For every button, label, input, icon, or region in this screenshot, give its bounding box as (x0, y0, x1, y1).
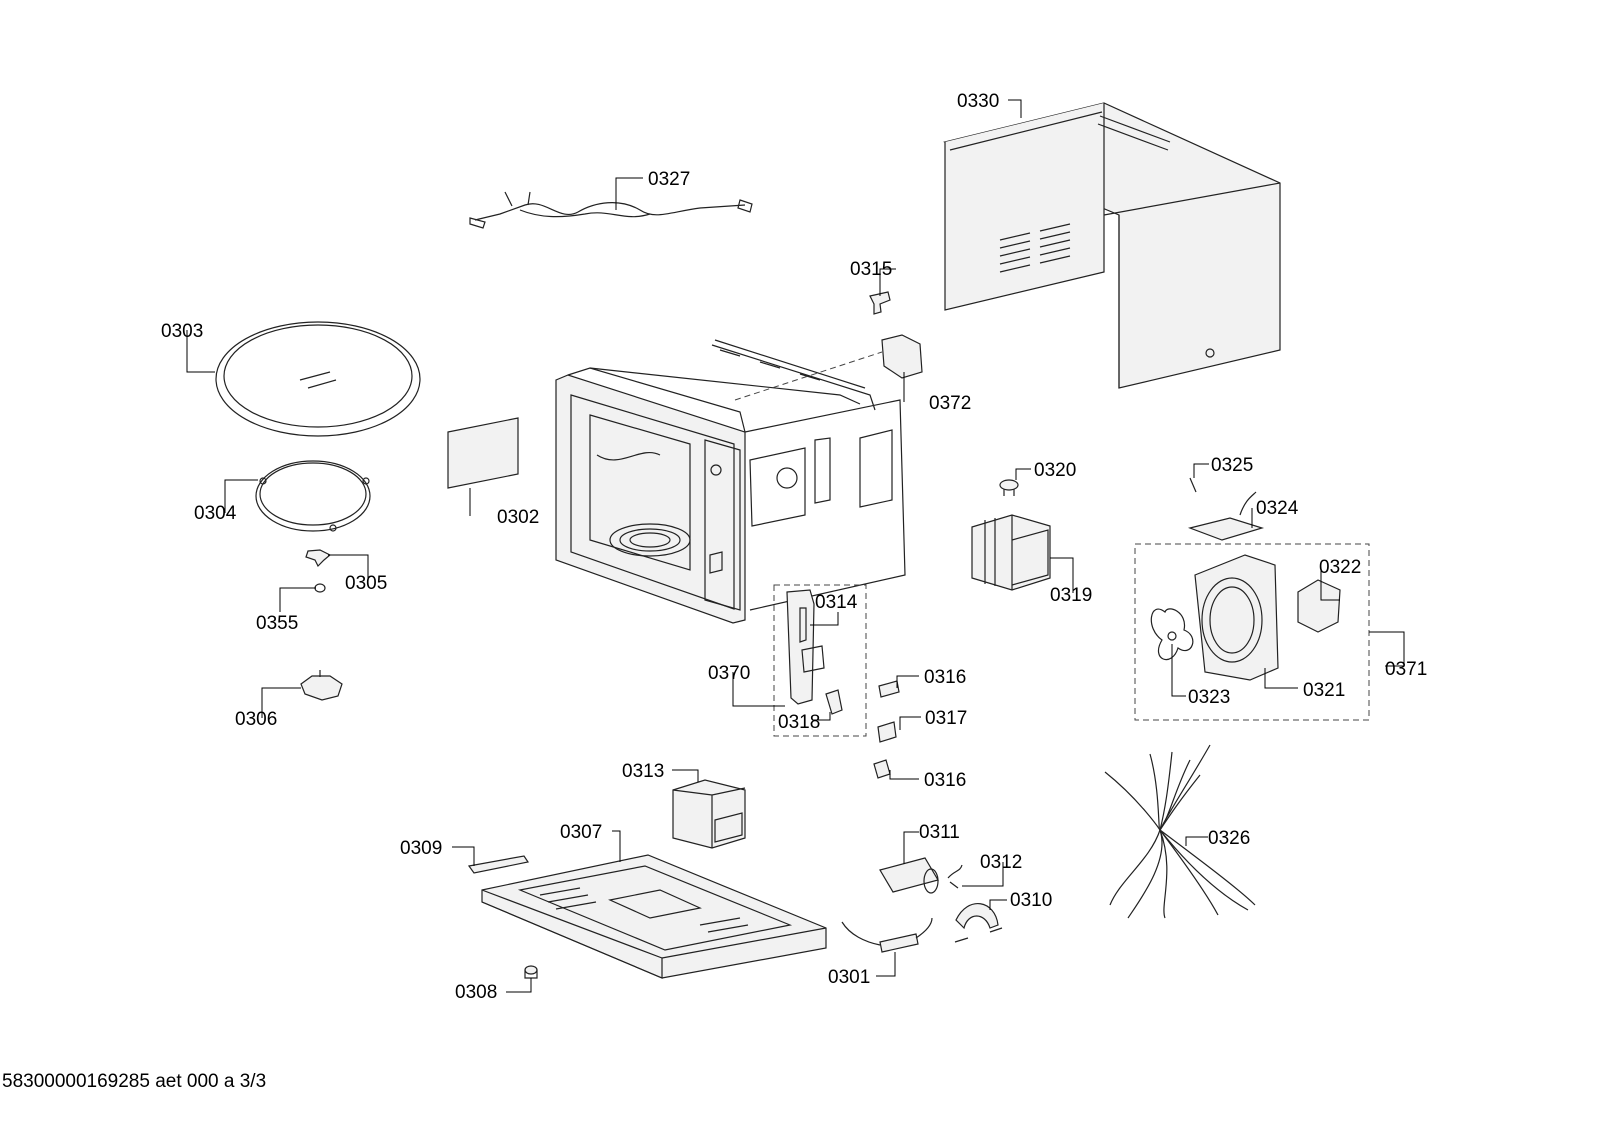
power-cord-part (469, 191, 753, 229)
label-0303: 0303 (161, 321, 203, 342)
thermal-cutout-part (999, 479, 1019, 496)
label-0302: 0302 (497, 507, 539, 528)
label-0370: 0370 (708, 663, 750, 684)
lamp-guide-line (734, 351, 883, 401)
label-0304: 0304 (194, 503, 237, 524)
label-0319: 0319 (1050, 585, 1092, 606)
label-0321: 0321 (1303, 680, 1345, 701)
switch-lever-part (825, 689, 843, 715)
label-0355: 0355 (256, 613, 298, 634)
wire-harness-part (1104, 744, 1256, 919)
label-0309: 0309 (400, 838, 442, 859)
leader-lines (186, 99, 1405, 993)
label-0301: 0301 (828, 967, 870, 988)
label-0314: 0314 (815, 592, 858, 613)
coupler-part (305, 549, 332, 568)
part-labels: 0330 0327 0315 0303 0372 0320 0325 0324 … (161, 91, 1427, 1003)
interlock-assembly-outline (773, 584, 867, 737)
magnetron-part (971, 514, 1051, 591)
label-0318: 0318 (778, 712, 820, 733)
outer-case-part (943, 102, 1281, 389)
foot-part (524, 965, 538, 979)
label-0316-top: 0316 (924, 667, 966, 688)
sensor-part (1189, 477, 1197, 493)
label-0320: 0320 (1034, 460, 1076, 481)
lamp-part (869, 291, 891, 315)
turntable-motor-part (300, 670, 343, 701)
label-0326: 0326 (1208, 828, 1250, 849)
label-0324: 0324 (1256, 498, 1299, 519)
capacitor-part (879, 857, 939, 894)
label-0317: 0317 (925, 708, 967, 729)
label-0330: 0330 (957, 91, 999, 112)
fan-motor-part (1297, 579, 1341, 633)
microswitch-bottom-part (873, 759, 891, 779)
fuse-part (841, 917, 933, 953)
document-footer: 58300000169285 aet 000 a 3/3 (2, 1071, 266, 1092)
label-0312: 0312 (980, 852, 1022, 873)
control-board-part (1187, 491, 1265, 541)
fan-housing-part (1194, 554, 1279, 681)
label-0308: 0308 (455, 982, 497, 1003)
diode-part (947, 864, 963, 889)
transformer-part (672, 779, 746, 849)
base-plate-part (481, 854, 827, 979)
label-0305: 0305 (345, 573, 387, 594)
label-0307: 0307 (560, 822, 602, 843)
mica-plate-part (447, 417, 519, 489)
lamp-bracket-part (881, 334, 923, 379)
label-0322: 0322 (1319, 557, 1361, 578)
microswitch-middle-part (877, 721, 897, 743)
capacitor-clamp-part (954, 902, 1003, 943)
label-0311: 0311 (919, 822, 960, 843)
label-0327: 0327 (648, 169, 690, 190)
label-0323: 0323 (1188, 687, 1230, 708)
label-0372: 0372 (929, 393, 971, 414)
roller-ring-part (255, 460, 371, 532)
oven-cavity-part (555, 339, 906, 624)
label-0306: 0306 (235, 709, 277, 730)
label-0325: 0325 (1211, 455, 1253, 476)
fan-blade-part (1150, 608, 1194, 661)
glass-tray-part (215, 321, 421, 437)
bracket-part (467, 855, 529, 874)
label-0315: 0315 (850, 259, 892, 280)
washer-part (314, 583, 326, 593)
label-0310: 0310 (1010, 890, 1052, 911)
label-0313: 0313 (622, 761, 664, 782)
interlock-bracket-part (786, 589, 825, 705)
label-0371: 0371 (1385, 659, 1427, 680)
label-0316-bottom: 0316 (924, 770, 966, 791)
microswitch-top-part (878, 680, 900, 698)
